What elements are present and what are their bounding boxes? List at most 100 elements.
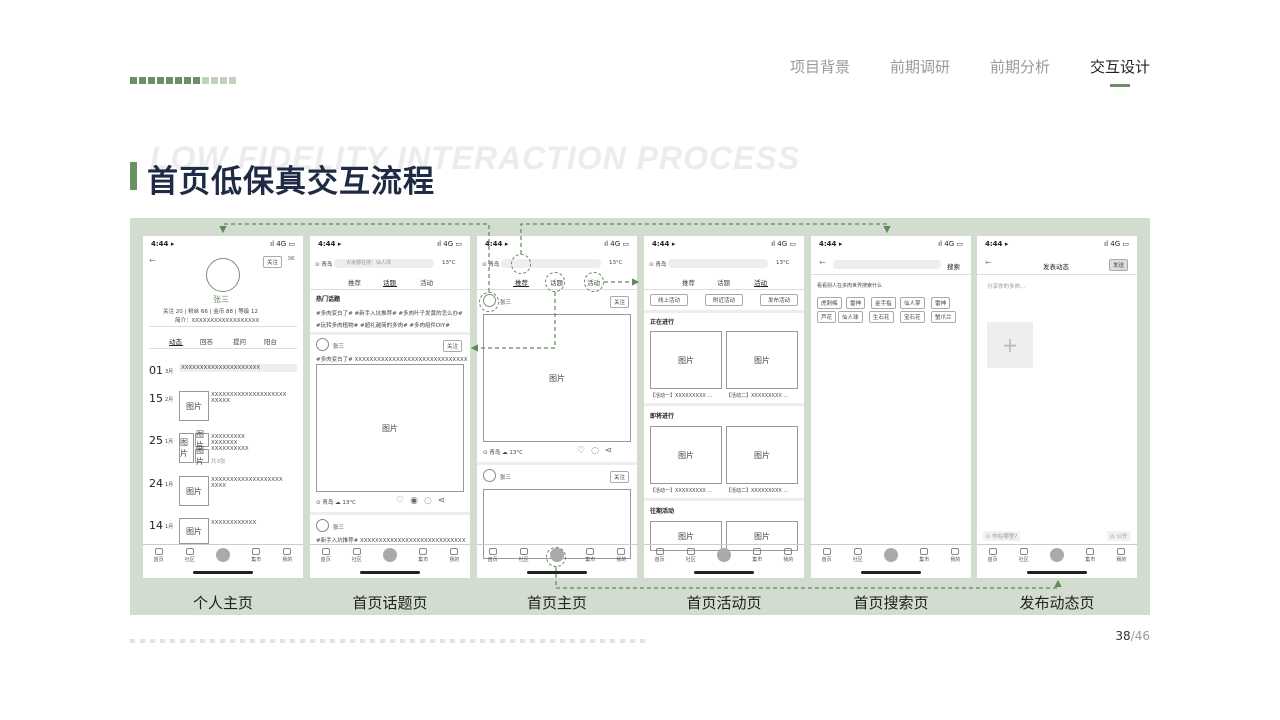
topic-tags-row1[interactable]: #多肉变白了# #新手入坑推荐# #多肉叶子发黄的怎么办# xyxy=(316,311,463,317)
tab-mine-icon[interactable]: 我的 xyxy=(282,548,292,563)
activity-card-image[interactable]: 图片 xyxy=(726,426,798,484)
add-icon[interactable] xyxy=(884,548,898,563)
follow-button[interactable]: 关注 xyxy=(610,296,630,308)
topic-tags-row2[interactable]: #玩转多肉植物# #超礼越简的多肉# #多肉组件DIY# xyxy=(316,323,450,329)
tab-market-icon[interactable]: 集市 xyxy=(251,548,261,563)
search-button[interactable]: 搜索 xyxy=(947,263,960,271)
tab-balcony[interactable]: 阳台 xyxy=(264,338,277,346)
nav-item-interaction[interactable]: 交互设计 xyxy=(1090,56,1150,87)
follow-button[interactable]: 关注 xyxy=(443,340,463,352)
tab-home-icon[interactable]: 首页 xyxy=(154,548,164,563)
tab-mine-icon[interactable]: 我的 xyxy=(449,548,459,563)
status-bar: 4:44 ▸ıl 4G ▭ xyxy=(819,240,963,248)
post-image[interactable]: 图片 xyxy=(316,364,464,492)
search-tag[interactable]: 虎刺梅 xyxy=(817,297,842,309)
add-icon[interactable] xyxy=(383,548,397,563)
tab-answers[interactable]: 回答 xyxy=(200,338,213,346)
tab-community-icon[interactable]: 社区 xyxy=(1019,548,1029,563)
post-actions[interactable]: ♡◌⋖ xyxy=(577,446,619,456)
activity-card-image[interactable]: 图片 xyxy=(650,331,722,389)
highlight-avatar xyxy=(511,254,531,274)
tab-community-icon[interactable]: 社区 xyxy=(686,548,696,563)
search-tag[interactable]: 芦花 xyxy=(817,311,837,323)
search-tag[interactable]: 雷神 xyxy=(931,297,951,309)
search-tag[interactable]: 宝石花 xyxy=(900,311,925,323)
visibility-picker[interactable]: ◎ 公开 xyxy=(1107,531,1131,541)
send-button[interactable]: 发送 xyxy=(1109,259,1129,271)
tab-bar: 首页 社区 集市 我的 xyxy=(811,544,971,566)
add-image-icon[interactable]: + xyxy=(987,322,1033,368)
tab-bar: 首页 社区 集市 我的 xyxy=(310,544,470,566)
search-input[interactable] xyxy=(501,259,601,268)
activity-card-image[interactable]: 图片 xyxy=(650,521,722,551)
tab-market-icon[interactable]: 集市 xyxy=(418,548,428,563)
tab-mine-icon[interactable]: 我的 xyxy=(616,548,626,563)
tab-mine-icon[interactable]: 我的 xyxy=(950,548,960,563)
search-input[interactable]: 大家都在搜：仙人球 xyxy=(334,259,434,268)
avatar[interactable] xyxy=(316,338,329,351)
section-upcoming: 即将进行 xyxy=(650,413,675,420)
tab-recommend[interactable]: 推荐 xyxy=(515,279,528,287)
post-actions[interactable]: ♡◉◌⋖ xyxy=(396,496,452,506)
tab-home-icon[interactable]: 首页 xyxy=(321,548,331,563)
tab-mine-icon[interactable]: 我的 xyxy=(1116,548,1126,563)
tab-community-icon[interactable]: 社区 xyxy=(352,548,362,563)
tab-market-icon[interactable]: 集市 xyxy=(585,548,595,563)
image-placeholder[interactable]: 图片 xyxy=(179,391,209,421)
post-textarea[interactable]: 分享你的多肉... xyxy=(987,284,1026,290)
nav-item-background[interactable]: 项目背景 xyxy=(789,58,850,76)
tab-home-icon[interactable]: 首页 xyxy=(655,548,665,563)
tab-activity[interactable]: 活动 xyxy=(754,279,767,287)
nav-item-research[interactable]: 前期调研 xyxy=(889,58,950,76)
tab-community-icon[interactable]: 社区 xyxy=(519,548,529,563)
phone-topic: 4:44 ▸ıl 4G ▭ ⊙ 青岛 大家都在搜：仙人球 13°C 推荐 话题 … xyxy=(310,236,470,578)
post-image[interactable]: 图片 xyxy=(483,314,631,442)
tab-mine-icon[interactable]: 我的 xyxy=(783,548,793,563)
activity-card-image[interactable]: 图片 xyxy=(650,426,722,484)
tab-market-icon[interactable]: 集市 xyxy=(1085,548,1095,563)
tab-market-icon[interactable]: 集市 xyxy=(752,548,762,563)
tab-recommend[interactable]: 推荐 xyxy=(348,279,361,287)
nav-item-analysis[interactable]: 前期分析 xyxy=(989,58,1050,76)
add-icon[interactable] xyxy=(717,548,731,563)
follow-button[interactable]: 关注 xyxy=(610,471,630,483)
avatar[interactable] xyxy=(316,519,329,532)
tab-questions[interactable]: 提问 xyxy=(233,338,246,346)
location-picker[interactable]: ⊙ 你在哪里? xyxy=(983,531,1021,541)
tab-home-icon[interactable]: 首页 xyxy=(822,548,832,563)
date-day: 01 xyxy=(149,364,163,377)
online-activity-button[interactable]: 线上活动 xyxy=(650,294,688,306)
nearby-activity-button[interactable]: 附近活动 xyxy=(705,294,743,306)
avatar[interactable] xyxy=(483,469,496,482)
mail-icon[interactable]: ✉ xyxy=(288,254,295,263)
search-tag[interactable]: 蟹爪兰 xyxy=(931,311,956,323)
tab-bar: 首页 社区 集市 我的 xyxy=(644,544,804,566)
back-icon[interactable]: ← xyxy=(149,256,156,265)
add-icon[interactable] xyxy=(216,548,230,563)
user-name: 张三 xyxy=(500,300,512,306)
search-tag[interactable]: 生石花 xyxy=(869,311,894,323)
back-icon[interactable]: ← xyxy=(819,258,826,267)
search-tag[interactable]: 仙人球 xyxy=(838,311,863,323)
search-tag[interactable]: 仙人掌 xyxy=(900,297,925,309)
avatar[interactable] xyxy=(206,258,240,292)
tab-topic[interactable]: 话题 xyxy=(717,279,730,287)
publish-activity-button[interactable]: 发布活动 xyxy=(760,294,798,306)
tab-dynamic[interactable]: 动态 xyxy=(169,338,182,346)
activity-card-image[interactable]: 图片 xyxy=(726,331,798,389)
search-tag[interactable]: 金手指 xyxy=(871,297,896,309)
activity-card-image[interactable]: 图片 xyxy=(726,521,798,551)
tab-activity[interactable]: 活动 xyxy=(420,279,433,287)
search-input[interactable] xyxy=(833,260,941,269)
back-icon[interactable]: ← xyxy=(985,258,992,267)
tab-market-icon[interactable]: 集市 xyxy=(919,548,929,563)
search-tag[interactable]: 雷神 xyxy=(846,297,866,309)
add-icon[interactable] xyxy=(1050,548,1064,563)
tab-community-icon[interactable]: 社区 xyxy=(185,548,195,563)
tab-home-icon[interactable]: 首页 xyxy=(988,548,998,563)
follow-button[interactable]: 关注 xyxy=(263,256,283,268)
tab-recommend[interactable]: 推荐 xyxy=(682,279,695,287)
tab-home-icon[interactable]: 首页 xyxy=(488,548,498,563)
tab-community-icon[interactable]: 社区 xyxy=(853,548,863,563)
search-input[interactable] xyxy=(668,259,768,268)
